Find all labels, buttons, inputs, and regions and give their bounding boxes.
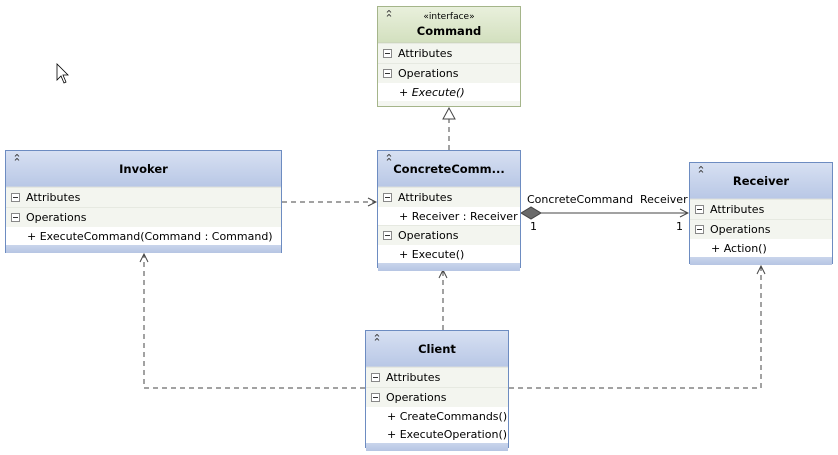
collapse-toggle-icon[interactable] xyxy=(383,231,392,240)
client-class-box[interactable]: Client Attributes Operations + CreateCom… xyxy=(365,330,509,451)
association-target-multiplicity: 1 xyxy=(676,220,683,233)
mouse-cursor-icon xyxy=(56,63,69,84)
concrete-command-name: ConcreteComm... xyxy=(393,161,505,176)
collapse-toggle-icon[interactable] xyxy=(383,49,392,58)
client-header[interactable]: Client xyxy=(366,331,508,367)
client-operations-compartment[interactable]: Operations xyxy=(366,387,508,407)
operations-label: Operations xyxy=(398,229,459,242)
collapse-chevron-icon[interactable] xyxy=(694,166,708,180)
invoker-header[interactable]: Invoker xyxy=(6,151,281,187)
collapse-chevron-icon[interactable] xyxy=(382,10,396,24)
concrete-command-header[interactable]: ConcreteComm... xyxy=(378,151,520,187)
collapse-toggle-icon[interactable] xyxy=(695,225,704,234)
attributes-label: Attributes xyxy=(386,371,441,384)
command-operations-compartment[interactable]: Operations xyxy=(378,63,520,83)
client-footer xyxy=(366,443,508,451)
collapse-toggle-icon[interactable] xyxy=(371,373,380,382)
client-to-invoker-line[interactable] xyxy=(144,254,365,389)
operations-label: Operations xyxy=(710,223,771,236)
composition-diamond xyxy=(520,206,542,220)
receiver-operation-action[interactable]: + Action() xyxy=(690,239,832,257)
attributes-label: Attributes xyxy=(398,191,453,204)
attributes-label: Attributes xyxy=(710,203,765,216)
receiver-header[interactable]: Receiver xyxy=(690,163,832,199)
invoker-operation-executecommand[interactable]: + ExecuteCommand(Command : Command) xyxy=(6,227,281,245)
command-operation-execute[interactable]: + Execute() xyxy=(378,83,520,101)
invoker-attributes-compartment[interactable]: Attributes xyxy=(6,187,281,207)
command-stereotype: «interface» xyxy=(423,11,475,22)
collapse-chevron-icon[interactable] xyxy=(382,154,396,168)
client-to-receiver-line[interactable] xyxy=(509,266,761,389)
collapse-toggle-icon[interactable] xyxy=(11,213,20,222)
command-interface-box[interactable]: «interface» Command Attributes Operation… xyxy=(377,6,521,107)
concrete-command-attributes-compartment[interactable]: Attributes xyxy=(378,187,520,207)
collapse-chevron-icon[interactable] xyxy=(10,154,24,168)
receiver-footer xyxy=(690,257,832,265)
association-source-multiplicity: 1 xyxy=(530,220,537,233)
receiver-class-box[interactable]: Receiver Attributes Operations + Action(… xyxy=(689,162,833,265)
command-name: Command xyxy=(416,23,482,38)
client-operation-executeoperation[interactable]: + ExecuteOperation() xyxy=(366,425,508,443)
attributes-label: Attributes xyxy=(26,191,81,204)
realization-arrowhead xyxy=(442,106,456,120)
receiver-attributes-compartment[interactable]: Attributes xyxy=(690,199,832,219)
collapse-toggle-icon[interactable] xyxy=(11,193,20,202)
collapse-toggle-icon[interactable] xyxy=(695,205,704,214)
concrete-command-operations-compartment[interactable]: Operations xyxy=(378,225,520,245)
invoker-footer xyxy=(6,245,281,253)
collapse-chevron-icon[interactable] xyxy=(370,334,384,348)
collapse-toggle-icon[interactable] xyxy=(383,193,392,202)
client-name: Client xyxy=(418,341,456,356)
client-attributes-compartment[interactable]: Attributes xyxy=(366,367,508,387)
attributes-label: Attributes xyxy=(398,47,453,60)
operations-label: Operations xyxy=(398,67,459,80)
collapse-toggle-icon[interactable] xyxy=(383,69,392,78)
receiver-name: Receiver xyxy=(732,173,790,188)
collapse-toggle-icon[interactable] xyxy=(371,393,380,402)
concrete-command-attribute-receiver[interactable]: + Receiver : Receiver xyxy=(378,207,520,225)
association-target-role: Receiver xyxy=(640,193,688,206)
receiver-operations-compartment[interactable]: Operations xyxy=(690,219,832,239)
invoker-class-box[interactable]: Invoker Attributes Operations + ExecuteC… xyxy=(5,150,282,253)
association-source-role: ConcreteCommand xyxy=(527,193,634,206)
invoker-name: Invoker xyxy=(119,161,168,176)
concrete-command-footer xyxy=(378,263,520,271)
operations-label: Operations xyxy=(386,391,447,404)
command-attributes-compartment[interactable]: Attributes xyxy=(378,43,520,63)
invoker-operations-compartment[interactable]: Operations xyxy=(6,207,281,227)
concrete-command-class-box[interactable]: ConcreteComm... Attributes + Receiver : … xyxy=(377,150,521,271)
operations-label: Operations xyxy=(26,211,87,224)
client-operation-createcommands[interactable]: + CreateCommands() xyxy=(366,407,508,425)
command-header[interactable]: «interface» Command xyxy=(378,7,520,43)
concrete-command-operation-execute[interactable]: + Execute() xyxy=(378,245,520,263)
